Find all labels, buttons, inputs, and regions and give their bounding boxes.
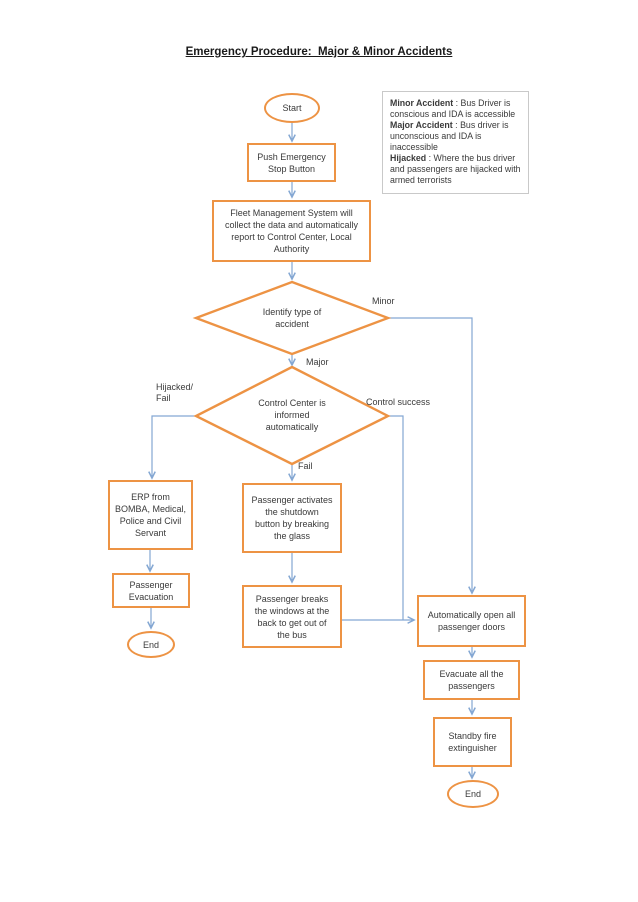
page-title: Emergency Procedure: Major & Minor Accid… xyxy=(185,46,453,58)
legend-term: Minor Accident xyxy=(390,98,454,108)
legend-term: Hijacked xyxy=(390,153,427,163)
node-identify-accident-label: Identify type of accident xyxy=(262,307,322,329)
node-open-doors: Automatically open all passenger doors xyxy=(417,595,526,647)
node-activate-shutdown: Passenger activates the shutdown button … xyxy=(242,483,342,553)
legend-desc: : Bus driver is unconscious and IDA is i… xyxy=(390,120,509,152)
node-push-emergency-stop: Push Emergency Stop Button xyxy=(247,143,336,182)
node-end-right: End xyxy=(447,780,499,808)
legend-item-minor: Minor Accident : Bus Driver is conscious… xyxy=(390,98,521,120)
legend-desc: : Where the bus driver and passengers ar… xyxy=(390,153,521,185)
decision-identify-shape xyxy=(192,280,392,356)
legend-box: Minor Accident : Bus Driver is conscious… xyxy=(382,91,529,194)
legend-term: Major Accident xyxy=(390,120,453,130)
node-fleet-management: Fleet Management System will collect the… xyxy=(212,200,371,262)
edge-label-minor: Minor xyxy=(372,296,395,306)
edge-label-control-success: Control success xyxy=(366,397,431,407)
node-break-windows: Passenger breaks the windows at the back… xyxy=(242,585,342,648)
node-standby-fire: Standby fire extinguisher xyxy=(433,717,512,767)
decision-control-shape xyxy=(193,365,391,466)
legend-desc: : Bus Driver is conscious and IDA is acc… xyxy=(390,98,516,119)
node-passenger-evacuation: Passenger Evacuation xyxy=(112,573,190,608)
legend-item-major: Major Accident : Bus driver is unconscio… xyxy=(390,120,521,153)
node-control-center-label: Control Center is informed automatically xyxy=(258,398,326,432)
edge-identify-minor-to-open-doors xyxy=(388,317,476,595)
edge-label-major: Major xyxy=(306,357,329,367)
node-erp-bomba: ERP from BOMBA, Medical, Police and Civi… xyxy=(108,480,193,550)
edge-control-success-join xyxy=(388,415,404,620)
node-end-left: End xyxy=(127,631,175,658)
edge-control-hijacked-to-erp xyxy=(148,415,196,480)
node-start: Start xyxy=(264,93,320,123)
node-evacuate-passengers: Evacuate all the passengers xyxy=(423,660,520,700)
edge-label-hijacked-fail: Hijacked/ Fail xyxy=(156,382,194,403)
edge-label-fail: Fail xyxy=(298,461,313,471)
legend-item-hijacked: Hijacked : Where the bus driver and pass… xyxy=(390,153,521,186)
